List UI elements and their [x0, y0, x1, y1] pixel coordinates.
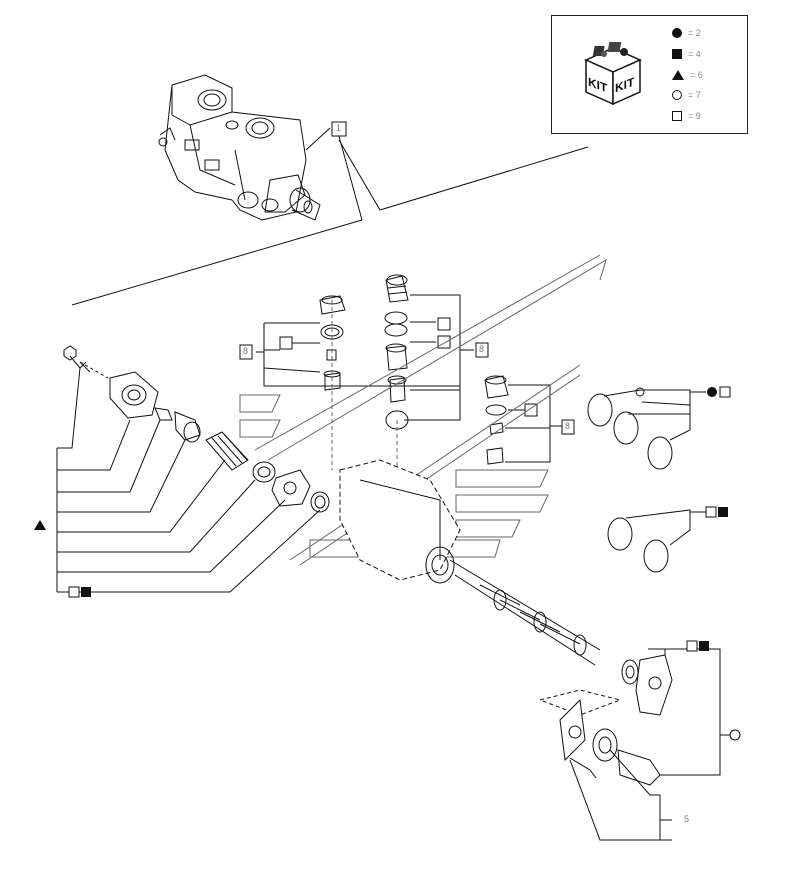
- open-square-icon: [68, 586, 80, 598]
- open-square-icon: [705, 506, 717, 518]
- open-square-icon: [686, 640, 698, 652]
- filled-square-icon: [718, 507, 728, 517]
- open-circle-icon: [729, 729, 741, 741]
- filled-square-icon: [699, 641, 709, 651]
- legend-value: = 6: [690, 70, 703, 80]
- legend-row-square: = 4: [672, 47, 701, 61]
- circlip-group-middle: [607, 509, 706, 573]
- filled-circle-icon: [707, 387, 717, 397]
- callout-symbols: [34, 386, 741, 741]
- kit-box-icon: [584, 42, 642, 106]
- callout-label-right-b: 8: [565, 421, 571, 431]
- central-valve-block: [339, 459, 601, 666]
- legend-value: = 7: [688, 90, 701, 100]
- filled-square-icon: [672, 49, 682, 59]
- open-square-icon: [719, 386, 731, 398]
- kit-legend: KIT KIT = 2 = 4 = 6 = 7 = 9: [551, 15, 748, 134]
- legend-row-triangle: = 6: [672, 68, 703, 82]
- filled-square-icon: [81, 587, 91, 597]
- upper-middle-parts: [319, 274, 509, 465]
- callout-label-bottom: 5: [684, 814, 690, 824]
- legend-value: = 4: [688, 49, 701, 59]
- callout-label-1: 1: [336, 123, 342, 133]
- valve-body-assembly: [158, 74, 321, 221]
- filled-circle-icon: [672, 28, 682, 38]
- filled-triangle-icon: [672, 70, 684, 80]
- open-circle-icon: [672, 90, 682, 100]
- middle-bracket-lines: [239, 294, 575, 463]
- legend-row-circle: = 2: [672, 26, 701, 40]
- legend-row-open-square: = 9: [672, 109, 701, 123]
- legend-value: = 9: [688, 111, 701, 121]
- legend-row-open-circle: = 7: [672, 88, 701, 102]
- callout-label-left: 8: [243, 346, 249, 356]
- circlip-group-top: [587, 387, 706, 470]
- bottom-right-parts: [538, 648, 730, 841]
- legend-value: = 2: [688, 28, 701, 38]
- left-leader-lines: [56, 367, 321, 593]
- open-square-icon: [672, 111, 682, 121]
- filled-triangle-icon: [34, 520, 46, 530]
- left-exploded-parts: [63, 345, 330, 513]
- callout-label-right-a: 8: [479, 344, 485, 354]
